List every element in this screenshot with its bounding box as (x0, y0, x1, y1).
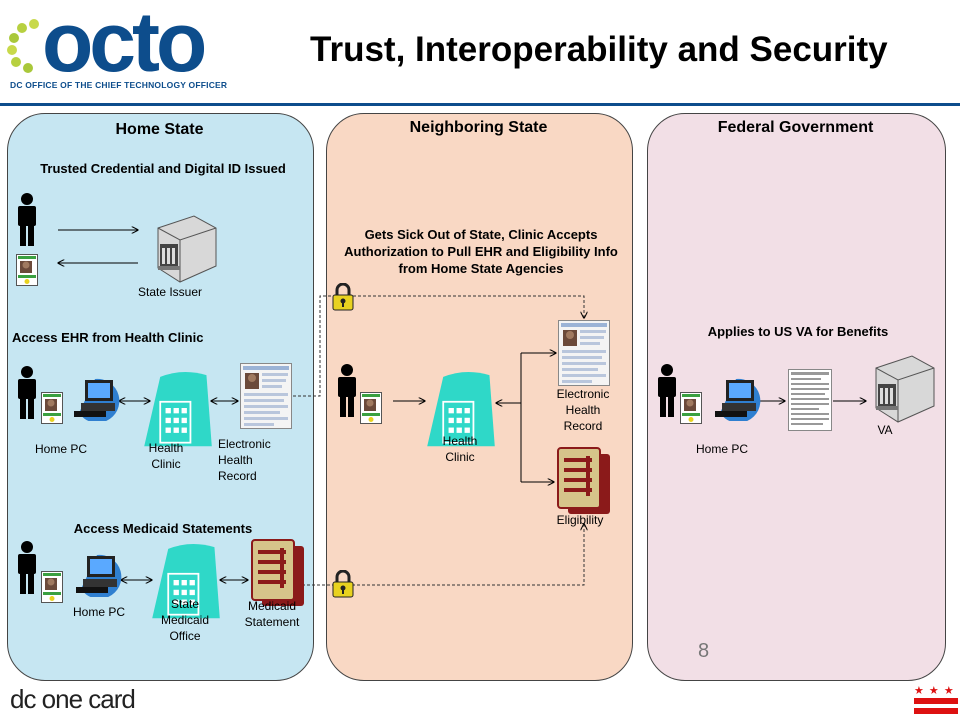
id-card-icon (16, 254, 38, 286)
medicaid-statement-label: Medicaid Statement (244, 599, 300, 629)
neighboring-state-title: Neighboring State (409, 119, 548, 136)
person-icon (655, 364, 679, 418)
person-icon (335, 364, 359, 418)
home-pc-icon (712, 377, 762, 421)
federal-header: Applies to US VA for Benefits (707, 324, 889, 339)
person-icon (15, 366, 39, 420)
flag-stars: ★ ★ ★ (914, 685, 955, 697)
home-pc-label-1: Home PC (34, 442, 87, 456)
id-card-icon (680, 392, 702, 424)
lock-icon (332, 570, 354, 598)
header-divider (0, 103, 960, 106)
eligibility-icon (556, 446, 612, 516)
application-form-icon (788, 369, 832, 431)
id-card-icon (41, 392, 63, 424)
health-clinic-label-1: Health Clinic (148, 441, 184, 471)
person-icon (15, 541, 39, 595)
state-issuer-label: State Issuer (137, 285, 203, 299)
ehr-document-icon (240, 363, 292, 429)
health-clinic-label-2: Health Clinic (442, 434, 478, 464)
medicaid-office-label: State Medicaid Office (160, 597, 210, 643)
ehr-label-1: Electronic Health Record (218, 437, 271, 483)
va-server-icon (868, 352, 938, 426)
home-section-ehr: Access EHR from Health Clinic (12, 330, 204, 345)
logo-wordmark: octo (42, 0, 207, 89)
home-state-title: Home State (115, 121, 204, 138)
server-icon (150, 212, 220, 286)
home-pc-icon (73, 553, 123, 597)
home-pc-icon (71, 377, 121, 421)
dashed-ehr-link (293, 295, 584, 397)
home-section-medicaid: Access Medicaid Statements (73, 521, 253, 536)
eligibility-label: Eligibility (556, 513, 604, 527)
federal-government-title: Federal Government (717, 119, 874, 136)
home-section-credential: Trusted Credential and Digital ID Issued (40, 161, 286, 176)
logo-subtitle: DC OFFICE OF THE CHIEF TECHNOLOGY OFFICE… (10, 80, 228, 90)
health-clinic-icon (142, 368, 214, 448)
logo-dots-icon (7, 19, 39, 73)
ehr-document-icon (558, 320, 610, 386)
page-number: 8 (698, 640, 710, 662)
home-pc-label-3: Home PC (695, 442, 748, 456)
ehr-label-2: Electronic Health Record (556, 387, 610, 433)
id-card-icon (360, 392, 382, 424)
page-title: Trust, Interoperability and Security (310, 30, 888, 69)
neighbor-header: Gets Sick Out of State, Clinic Accepts A… (344, 227, 618, 276)
id-card-icon (41, 571, 63, 603)
dc-one-card-logo: dc one card (10, 684, 136, 714)
home-pc-label-2: Home PC (72, 605, 125, 619)
dashed-eligibility-link (302, 524, 584, 586)
va-label: VA (877, 423, 893, 437)
person-icon (15, 193, 39, 247)
lock-icon (332, 283, 354, 311)
